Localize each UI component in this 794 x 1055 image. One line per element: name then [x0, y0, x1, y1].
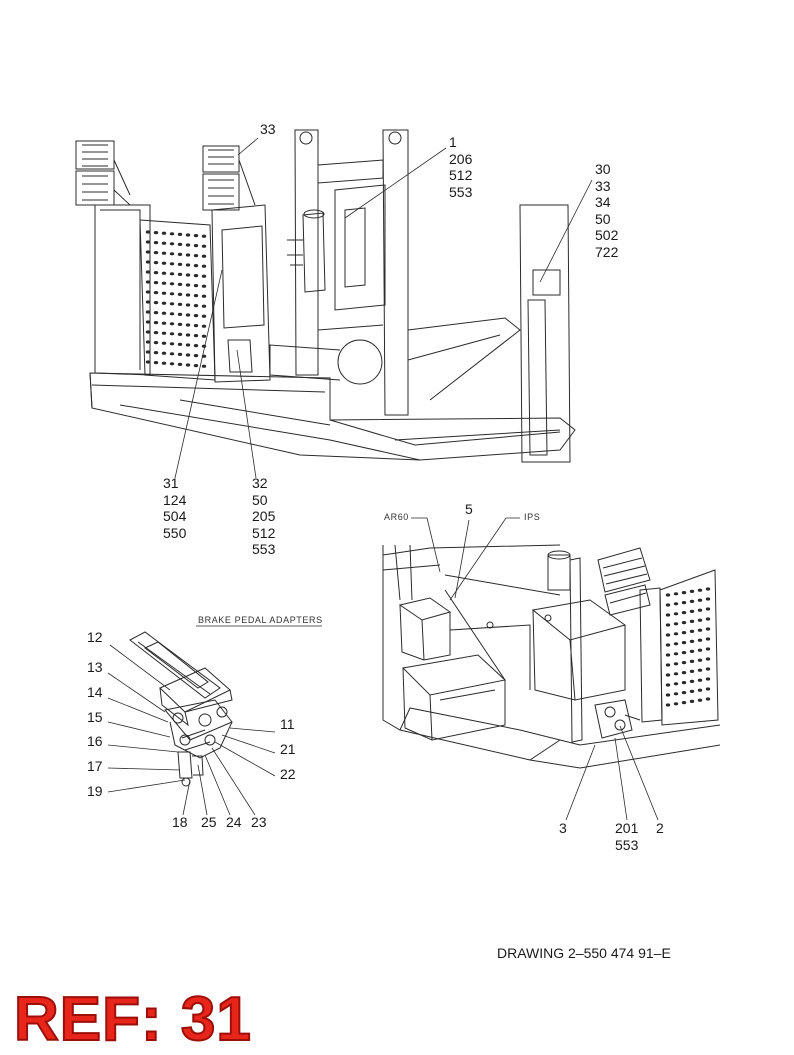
callout-number: 205 [252, 508, 276, 524]
callout-number: 33 [260, 121, 276, 137]
callout-number: 33 [595, 177, 611, 194]
callout-number: 12 [87, 629, 103, 645]
callout-number: 2 [656, 820, 664, 836]
brake-pedal-leaders [107, 644, 276, 816]
top-assembly-drawing [75, 129, 576, 463]
callout-number: 504 [163, 508, 187, 524]
ref-stamp: REF: 31 [13, 984, 252, 1055]
callout-23: 23 [251, 814, 267, 831]
callout-number: 553 [449, 183, 473, 200]
callout-2: 2 [656, 820, 664, 837]
callout-number: 13 [87, 659, 103, 675]
callout-number: 19 [87, 783, 103, 799]
callout-number: 550 [163, 524, 187, 541]
callout-14: 14 [87, 684, 103, 701]
callout-24: 24 [226, 814, 242, 831]
caption-ips: IPS [524, 512, 541, 522]
callout-number: 34 [595, 194, 611, 210]
callout-22: 22 [280, 766, 296, 783]
callout-21: 21 [280, 741, 296, 758]
callout-number: 23 [251, 814, 267, 830]
callout-number: 553 [615, 836, 639, 853]
callout-number: 206 [449, 150, 473, 167]
callout-number: 201 [615, 820, 639, 836]
callout-number: 14 [87, 684, 103, 700]
callout-11: 11 [280, 716, 295, 733]
right-detail-drawing [382, 544, 721, 769]
callout-number: 553 [252, 541, 276, 557]
callout-number: 18 [172, 814, 188, 830]
drawing-number: DRAWING 2–550 474 91–E [497, 945, 671, 961]
callout-number: 722 [595, 243, 619, 260]
callout-number: 512 [252, 524, 276, 541]
callout-12: 12 [87, 629, 103, 646]
top-leader-lines [174, 137, 593, 479]
callout-number: 31 [163, 475, 179, 491]
callout-25: 25 [201, 814, 217, 831]
callout-number: 11 [280, 716, 295, 732]
callout-number: 17 [87, 758, 103, 774]
callout-number: 5 [465, 501, 473, 517]
callout-16: 16 [87, 733, 103, 750]
callout-3: 3 [559, 820, 567, 837]
callout-18: 18 [172, 814, 188, 831]
callout-number: 25 [201, 814, 217, 830]
callout-17: 17 [87, 758, 103, 775]
caption-brake-pedal-adapters: BRAKE PEDAL ADAPTERS [198, 615, 323, 625]
callout-number: 1 [449, 134, 457, 150]
callout-5: 5 [465, 501, 473, 518]
callout-number: 30 [595, 161, 611, 177]
callout-13: 13 [87, 659, 103, 676]
callout-number: 3 [559, 820, 567, 836]
caption-ar60: AR60 [384, 512, 409, 522]
callout-15: 15 [87, 709, 103, 726]
callout-number: 50 [252, 491, 268, 508]
right-detail-leaders [411, 517, 659, 821]
callout-lights: 33 [260, 121, 276, 138]
callout-number: 50 [595, 210, 611, 227]
callout-number: 22 [280, 766, 296, 782]
callout-number: 124 [163, 491, 187, 508]
callout-number: 32 [252, 475, 268, 491]
perforation-dots [145, 230, 711, 707]
callout-number: 15 [87, 709, 103, 725]
callout-number: 502 [595, 227, 619, 243]
callout-number: 24 [226, 814, 242, 830]
callout-number: 512 [449, 167, 473, 183]
brake-pedal-drawing [129, 625, 322, 787]
callout-number: 21 [280, 741, 296, 757]
callout-number: 16 [87, 733, 103, 749]
callout-19: 19 [87, 783, 103, 800]
